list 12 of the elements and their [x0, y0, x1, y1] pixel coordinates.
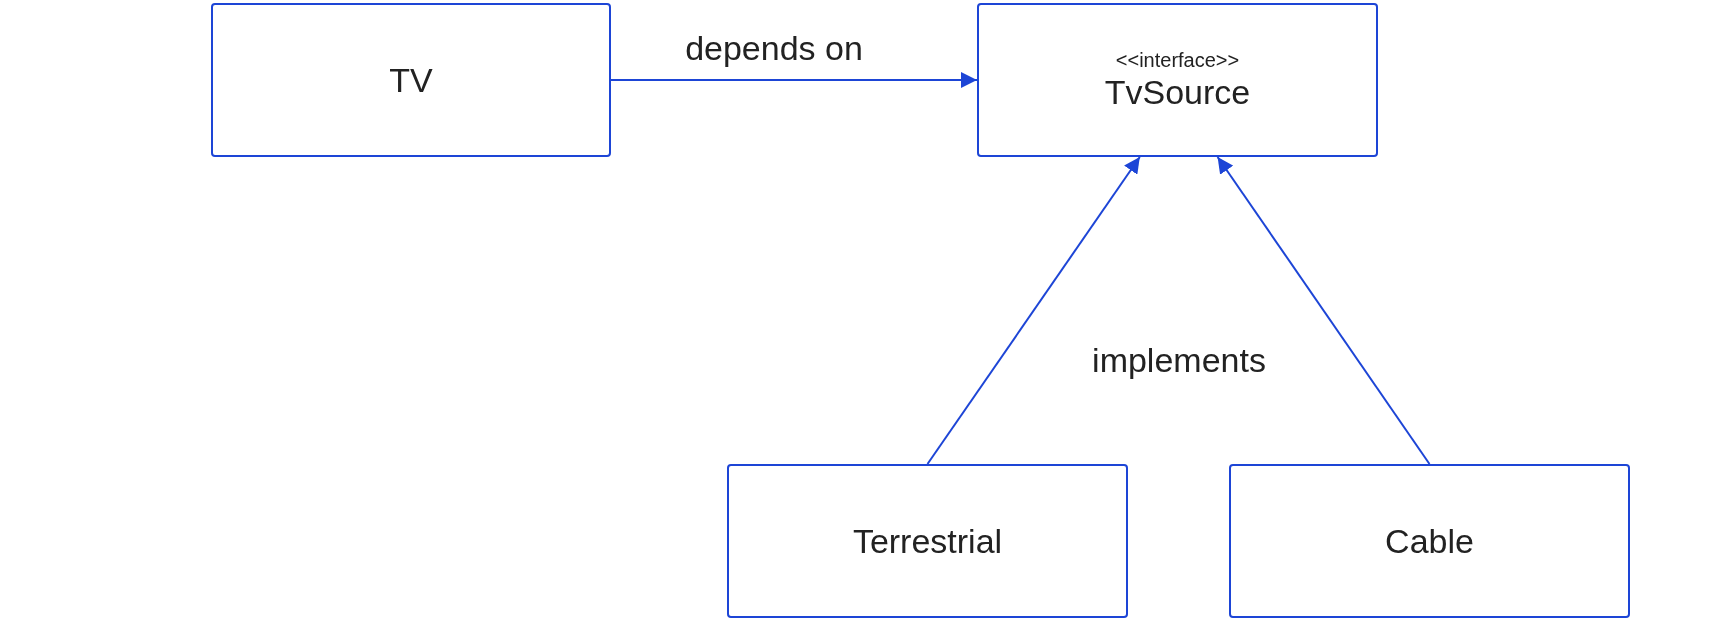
stereotype-label: <<interface>> — [1115, 47, 1240, 72]
class-name: TV — [389, 59, 433, 101]
class-name: Terrestrial — [852, 520, 1003, 562]
class-name: TvSource — [1104, 71, 1251, 113]
arrow — [610, 72, 978, 88]
class-box — [727, 464, 1128, 618]
class-name: Cable — [1385, 520, 1474, 562]
class-box — [1229, 464, 1630, 618]
arrow — [926, 156, 1141, 465]
class-box — [977, 3, 1378, 157]
class-box — [211, 3, 611, 157]
arrow — [1216, 156, 1431, 465]
